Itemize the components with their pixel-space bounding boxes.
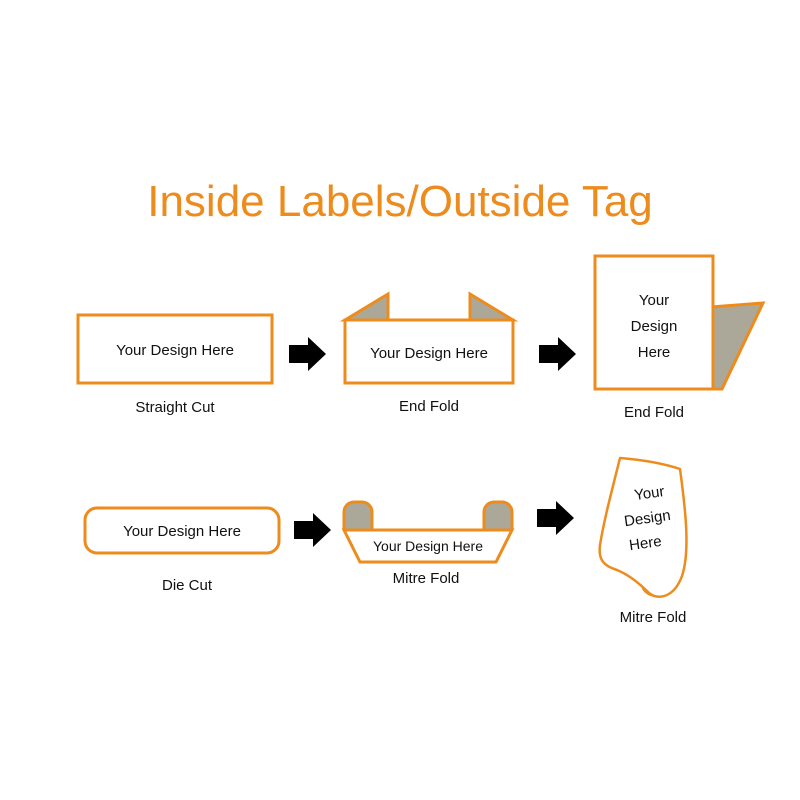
end-fold-folded-caption: End Fold [624, 404, 684, 421]
end-fold-folded-card[interactable] [593, 254, 715, 391]
die-cut-rounded-rect[interactable] [83, 506, 281, 555]
straight-cut-caption: Straight Cut [135, 399, 215, 416]
page-title: Inside Labels/Outside Tag [147, 177, 653, 226]
arrow-right-icon-glyph [537, 501, 574, 535]
end-fold-folded-design-line-2: Design [631, 318, 678, 335]
shape-straight-cut[interactable]: Your Design Here Straight Cut [76, 313, 274, 416]
mitre-fold-left-tab [342, 500, 374, 532]
mitre-fold-right-tab [482, 500, 514, 532]
mitre-fold-body-trapezoid[interactable] [341, 528, 515, 564]
end-fold-left-flap [339, 291, 390, 322]
mitre-fold-folded-design-line-2: Design [623, 507, 672, 530]
arrow-right-icon [294, 513, 331, 547]
shape-die-cut[interactable]: Your Design Here Die Cut [83, 506, 281, 594]
end-fold-flat-design-text: Your Design Here [370, 345, 488, 362]
end-fold-folded-design-line-1: Your [639, 292, 669, 309]
mitre-fold-folded-design-line-3: Here [628, 533, 663, 554]
mitre-fold-folded-design-line-1: Your [633, 483, 665, 504]
die-cut-design-text: Your Design Here [123, 523, 241, 540]
mitre-fold-folded-card[interactable] [598, 456, 688, 598]
arrow-right-icon-glyph [289, 337, 326, 371]
arrow-right-icon-glyph [539, 337, 576, 371]
end-fold-right-flap [468, 291, 519, 322]
shape-end-fold-folded[interactable]: Your Design Here End Fold [593, 254, 766, 421]
arrow-right-icon [537, 501, 574, 535]
end-fold-body-rect[interactable] [343, 318, 515, 385]
mitre-fold-flat-design-text: Your Design Here [373, 538, 483, 554]
mitre-fold-flat-caption: Mitre Fold [393, 570, 460, 587]
shape-mitre-fold-flat[interactable]: Your Design Here Mitre Fold [341, 500, 515, 587]
end-fold-folded-design-line-3: Here [638, 344, 671, 361]
arrow-right-icon-glyph [294, 513, 331, 547]
end-fold-flat-caption: End Fold [399, 398, 459, 415]
end-fold-folded-flap [709, 301, 766, 391]
arrow-right-icon [539, 337, 576, 371]
straight-cut-rect[interactable] [76, 313, 274, 385]
straight-cut-design-text: Your Design Here [116, 342, 234, 359]
shape-mitre-fold-folded[interactable]: Your Design Here Mitre Fold [598, 456, 688, 626]
die-cut-caption: Die Cut [162, 577, 213, 594]
shape-end-fold-flat[interactable]: Your Design Here End Fold [339, 291, 519, 415]
mitre-fold-folded-caption: Mitre Fold [620, 609, 687, 626]
arrow-right-icon [289, 337, 326, 371]
